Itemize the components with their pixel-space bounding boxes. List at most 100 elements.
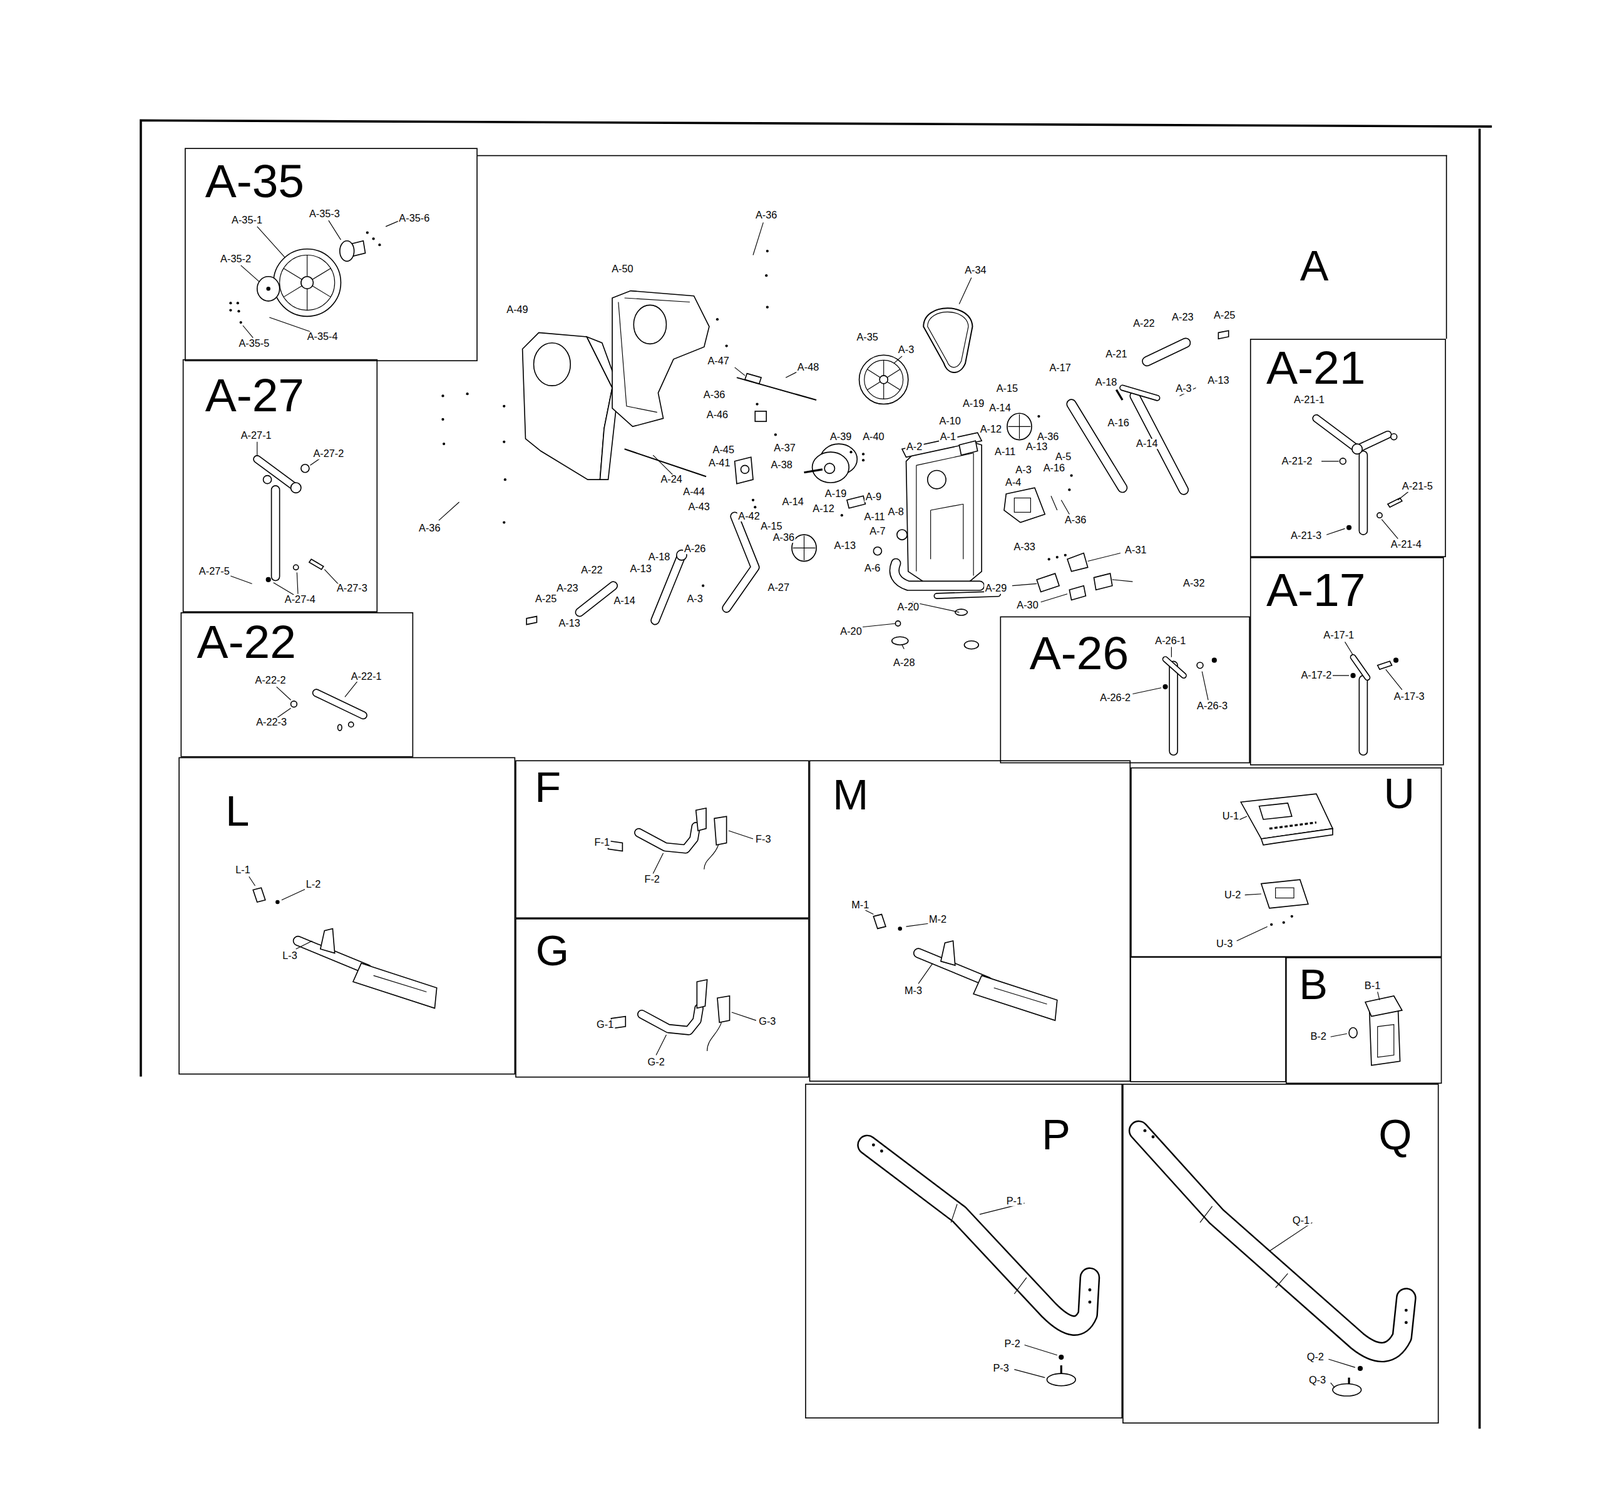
callout-number: M-1: [850, 900, 871, 911]
callout-number: A-27-5: [197, 566, 231, 577]
callout-number: L-2: [304, 879, 322, 890]
part-outline: [958, 440, 978, 456]
callout-number: A-19: [823, 488, 848, 499]
panel-border: [1130, 957, 1286, 1082]
panel-heading: A-27: [205, 371, 305, 419]
callout-number: A-22: [580, 565, 605, 576]
callout-number: A-17: [1048, 363, 1073, 374]
callout-number: A-14: [612, 595, 637, 606]
part-outline: [1359, 455, 1367, 531]
part-outline: [714, 816, 727, 846]
callout-number: A-36: [1035, 431, 1060, 442]
callout-number: A-3: [897, 344, 916, 355]
callout-number: A-2: [905, 441, 924, 452]
screw-dot: [1350, 672, 1356, 678]
panel-heading: F: [534, 766, 561, 809]
screw-dot: [716, 317, 719, 321]
parts-panel: L: [178, 757, 516, 1075]
part-outline: [273, 249, 342, 317]
callout-number: A-31: [1123, 544, 1148, 555]
callout-number: A-21-4: [1389, 539, 1423, 550]
callout-number: A-35-4: [306, 331, 339, 342]
screw-dot: [502, 521, 506, 524]
part-outline: [291, 701, 298, 708]
callout-number: A-13: [833, 540, 857, 551]
callout-number: A-30: [1015, 600, 1040, 611]
screw-dot: [1143, 1129, 1147, 1133]
cover-part: [633, 304, 667, 344]
screw-dot: [1067, 488, 1071, 491]
screw-dot: [1047, 557, 1051, 561]
upright-tube: [867, 1143, 1092, 1386]
disk-part: [793, 535, 816, 561]
tube-part: [579, 585, 614, 613]
base-part: [936, 594, 998, 596]
arm-part: [655, 555, 682, 621]
parts-panel: G: [515, 918, 809, 1078]
callout-number: A-10: [938, 416, 963, 427]
screw-dot: [751, 498, 755, 502]
screw-dot: [502, 405, 506, 408]
base-part: [894, 563, 980, 586]
callout-number: A-17-2: [1300, 670, 1333, 681]
frame-line: [140, 120, 1492, 1077]
screw-dot: [701, 584, 705, 588]
screw-dot: [275, 900, 280, 905]
handle-part: [610, 979, 756, 1056]
parts-panel: Q: [1122, 1083, 1439, 1424]
leader-line: [1132, 646, 1209, 700]
callout-number: A-9: [864, 492, 883, 503]
part-outline: [257, 276, 280, 302]
arm-part: [726, 516, 756, 609]
callout-number: A-19: [961, 398, 986, 409]
part-outline: [696, 979, 707, 1009]
console-part: [1236, 793, 1333, 941]
wheel-part: [864, 359, 904, 399]
panel-heading: A-22: [197, 618, 297, 666]
callout-number: A-24: [659, 474, 684, 485]
callout-number: A-50: [610, 264, 635, 275]
screw-dot: [1070, 474, 1073, 477]
part-outline: [1093, 573, 1112, 590]
callout-number: A-14: [1134, 438, 1159, 449]
arm-part: [1132, 646, 1217, 751]
button-row: [1269, 822, 1317, 829]
callout-number: L-3: [281, 950, 299, 961]
callout-number: A-20: [839, 626, 864, 637]
foot-part: [1332, 1383, 1362, 1396]
callout-number: A-26-1: [1154, 635, 1187, 647]
screw-dot: [441, 394, 444, 397]
foot-part: [892, 636, 909, 645]
part-outline: [1067, 553, 1088, 572]
part-outline: [1165, 659, 1184, 676]
callout-number: F-2: [643, 874, 662, 885]
parts-panel: A-26: [1000, 616, 1251, 764]
parts-panel: A-21: [1250, 338, 1447, 558]
rod-part: [624, 448, 707, 477]
arm-part: [1134, 395, 1184, 490]
part-outline: [1359, 679, 1367, 752]
screw-dot: [229, 308, 232, 312]
part-outline: [316, 692, 364, 716]
callout-number: A-3: [1174, 383, 1194, 394]
screw-dot: [266, 577, 272, 583]
callout-number: A-5: [1054, 451, 1073, 462]
bracket-part: [1330, 991, 1403, 1065]
callout-number: P-3: [992, 1363, 1011, 1374]
screw-dot: [442, 442, 446, 446]
screw-dot: [1282, 921, 1286, 924]
screw-dot: [849, 450, 852, 454]
flywheel-part: [812, 451, 850, 483]
callout-number: A-38: [769, 460, 794, 471]
part-outline: [638, 826, 696, 849]
callout-number: A-25: [1212, 310, 1237, 321]
screw-dot: [236, 301, 240, 305]
part-outline: [309, 558, 324, 570]
callout-number: A-26-3: [1195, 701, 1229, 712]
screw-dot: [861, 452, 865, 456]
callout-number: A-22: [1132, 318, 1157, 329]
part-outline: [1358, 679, 1369, 752]
part-outline: [895, 620, 901, 626]
part-outline: [734, 456, 754, 484]
callout-number: A-16: [1042, 463, 1067, 474]
